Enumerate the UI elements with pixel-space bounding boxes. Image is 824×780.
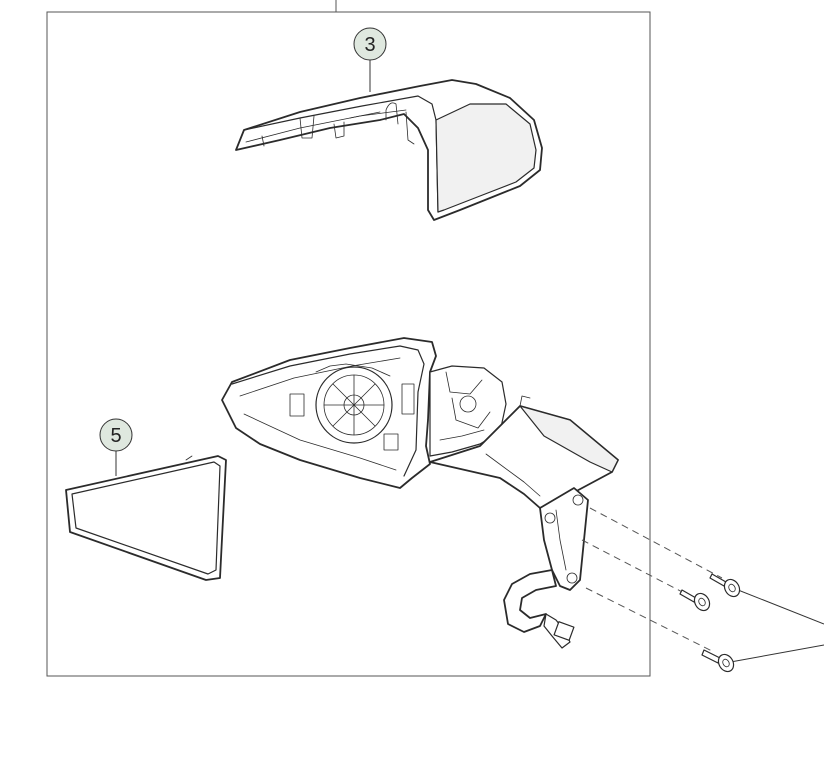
callout-5-label: 5 bbox=[110, 425, 121, 447]
assembly-dashed-lines bbox=[581, 507, 723, 653]
fastener-bolt-upper bbox=[709, 573, 741, 598]
mirror-housing-assembly bbox=[221, 337, 619, 649]
callout-5: 5 bbox=[99, 418, 133, 476]
callout-3: 3 bbox=[353, 27, 387, 92]
mirror-cover-cap bbox=[235, 79, 543, 221]
fastener-leader-lines bbox=[724, 587, 824, 664]
fastener-bolt-lower bbox=[701, 649, 735, 673]
fastener-bolt-middle bbox=[679, 589, 711, 612]
diagram-frame bbox=[46, 0, 651, 677]
callout-3-label: 3 bbox=[364, 34, 375, 56]
mirror-glass bbox=[65, 455, 227, 581]
